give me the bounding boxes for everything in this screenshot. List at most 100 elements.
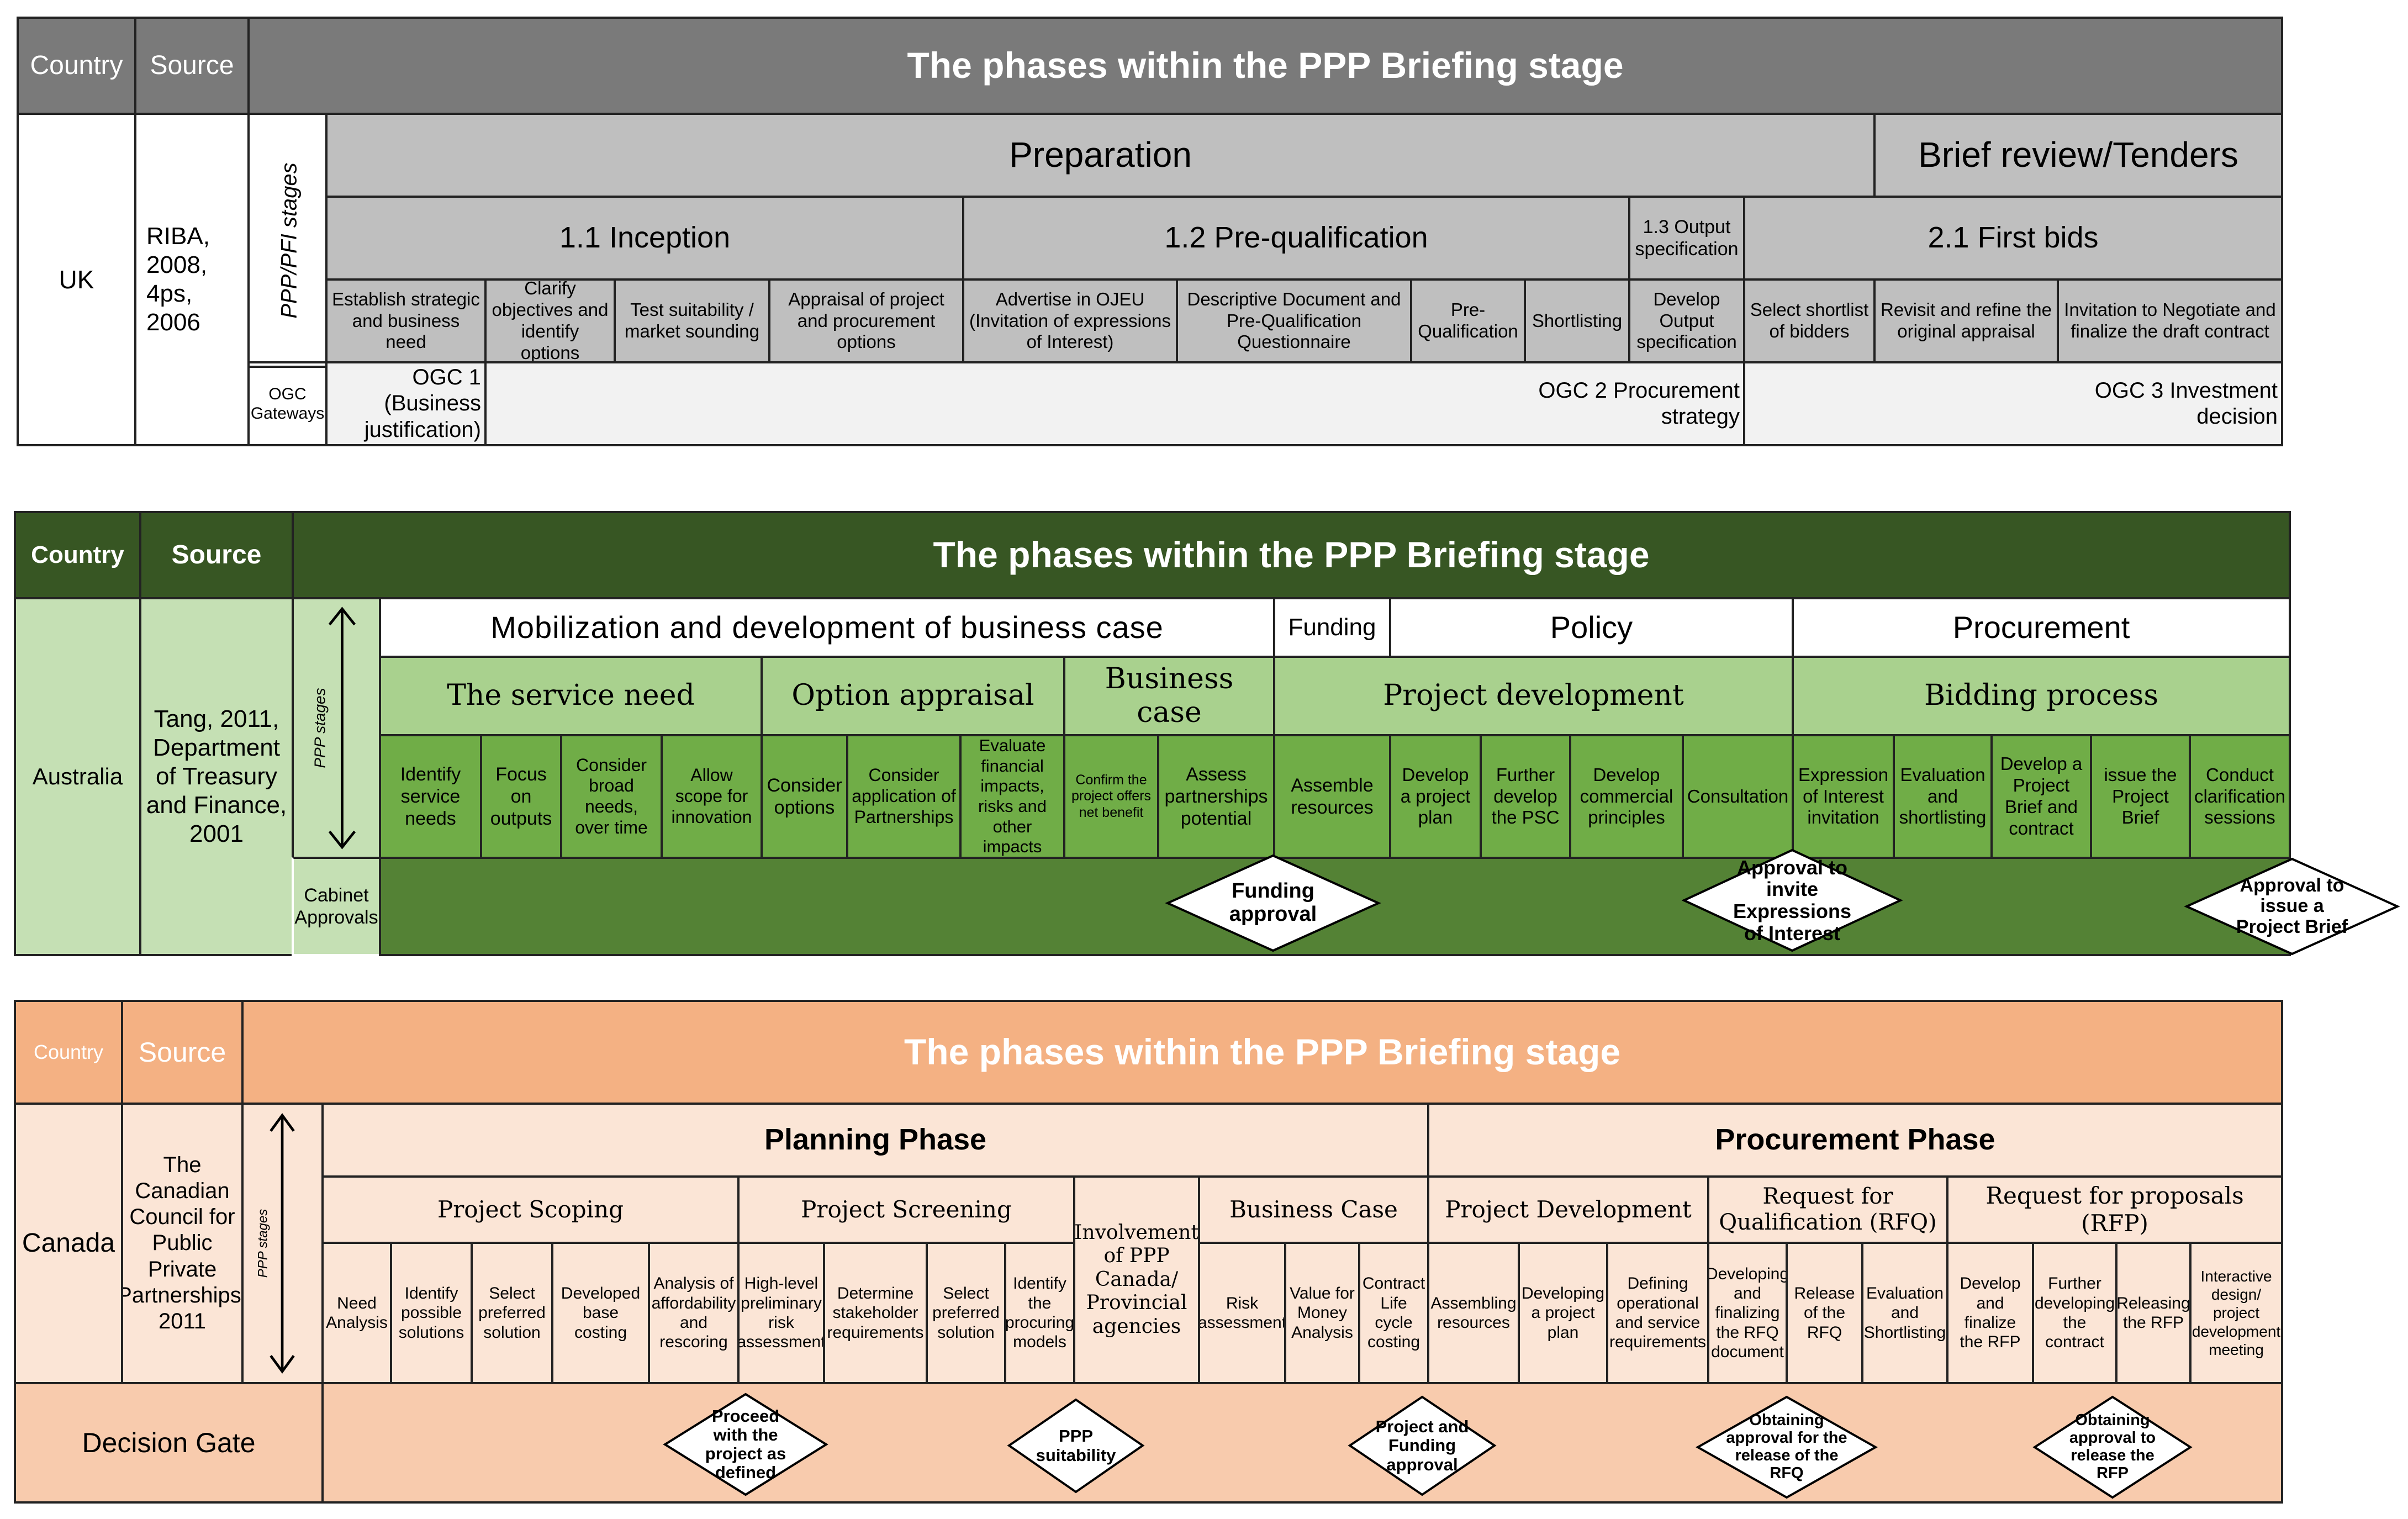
uk-phase-preparation: Preparation: [325, 113, 1876, 198]
aus-task: Evaluation and shortlisting: [1893, 734, 1993, 859]
uk-subphase-first-bids: 2.1 First bids: [1743, 196, 2283, 281]
aus-task: Consultation: [1682, 734, 1794, 859]
can-task: Interactive design/ project development …: [2189, 1242, 2283, 1384]
can-country-header: Country: [14, 1000, 123, 1105]
uk-source-header: Source: [134, 17, 250, 115]
aus-task: Identify service needs: [379, 734, 482, 859]
can-task: Analysis of affordability and rescoring: [648, 1242, 740, 1384]
aus-approval-brief: Approval to issue a Project Brief: [2184, 857, 2400, 956]
uk-task: Pre-Qualification: [1410, 278, 1526, 363]
uk-task: Descriptive Document and Pre-Qualificati…: [1176, 278, 1412, 363]
uk-task: Invitation to Negotiate and finalize the…: [2057, 278, 2283, 363]
uk-subphase-inception: 1.1 Inception: [325, 196, 964, 281]
uk-source: RIBA, 2008, 4ps, 2006: [134, 113, 250, 446]
aus-task: Assess partnerships potential: [1157, 734, 1275, 859]
aus-task: Assemble resources: [1273, 734, 1391, 859]
can-decision-gate-label: Decision Gate: [14, 1382, 324, 1504]
can-stages-arrow: PPP stages: [241, 1103, 324, 1384]
uk-phase-brief-review: Brief review/Tenders: [1873, 113, 2283, 198]
aus-phase-funding: Funding: [1273, 597, 1391, 658]
can-task: Risk assessment: [1198, 1242, 1286, 1384]
can-gate-rfp-approval: Obtaining approval to release the RFP: [2032, 1395, 2193, 1500]
uk-task: Establish strategic and business need: [325, 278, 487, 363]
can-gate-ppp-suitability: PPP suitability: [1007, 1397, 1145, 1494]
aus-approvals-label: Cabinet Approvals: [292, 857, 381, 956]
can-task: Releasing the RFP: [2115, 1242, 2192, 1384]
aus-phase-policy: Policy: [1389, 597, 1794, 658]
uk-gateway-ogc2: OGC 2 Procurement strategy: [484, 361, 1745, 446]
aus-subphase-bidding-process: Bidding process: [1792, 656, 2291, 736]
can-decision-gate-band: [321, 1382, 2283, 1504]
aus-source: Tang, 2011, Department of Treasury and F…: [139, 597, 294, 956]
can-title: The phases within the PPP Briefing stage: [241, 1000, 2283, 1105]
aus-task: Develop a project plan: [1389, 734, 1482, 859]
can-task: High-level preliminary risk assessment: [737, 1242, 825, 1384]
uk-task: Advertise in OJEU (Invitation of express…: [962, 278, 1178, 363]
aus-subphase-service-need: The service need: [379, 656, 763, 736]
double-arrow-icon: [328, 606, 356, 850]
aus-task: Develop a Project Brief and contract: [1990, 734, 2092, 859]
can-gate-rfq-approval: Obtaining approval for the release of th…: [1696, 1395, 1878, 1500]
can-subphase-involvement: Involvement of PPP Canada/ Provincial ag…: [1073, 1175, 1200, 1384]
aus-task: Focus on outputs: [480, 734, 562, 859]
aus-task: issue the Project Brief: [2090, 734, 2191, 859]
aus-approval-funding: Funding approval: [1165, 853, 1381, 953]
can-task: Identify possible solutions: [390, 1242, 473, 1384]
can-task: Contract Life cycle costing: [1358, 1242, 1429, 1384]
aus-title: The phases within the PPP Briefing stage: [292, 511, 2291, 599]
can-task: Develop and finalize the RFP: [1946, 1242, 2034, 1384]
can-task: Select preferred solution: [926, 1242, 1006, 1384]
can-task: Identify the procuring models: [1004, 1242, 1075, 1384]
aus-stages-label: PPP stages: [311, 688, 329, 768]
uk-task: Shortlisting: [1524, 278, 1630, 363]
uk-title: The phases within the PPP Briefing stage: [247, 17, 2283, 115]
can-phase-procurement: Procurement Phase: [1427, 1103, 2283, 1178]
can-source-header: Source: [121, 1000, 244, 1105]
uk-subphase-output-spec: 1.3 Output specification: [1628, 196, 1745, 281]
double-arrow-icon: [270, 1113, 295, 1374]
can-task: Determine stakeholder requirements: [823, 1242, 928, 1384]
can-task: Further developing the contract: [2032, 1242, 2117, 1384]
uk-task: Revisit and refine the original appraisa…: [1873, 278, 2059, 363]
aus-task: Expression of Interest invitation: [1792, 734, 1895, 859]
aus-task: Consider application of Partnerships: [846, 734, 962, 859]
can-subphase-scoping: Project Scoping: [321, 1175, 740, 1244]
can-task: Defining operational and service require…: [1606, 1242, 1709, 1384]
uk-gateway-ogc3: OGC 3 Investment decision: [1743, 361, 2283, 446]
uk-task: Develop Output specification: [1628, 278, 1745, 363]
aus-phase-mobilization: Mobilization and development of business…: [379, 597, 1275, 658]
uk-country: UK: [17, 113, 136, 446]
can-phase-planning: Planning Phase: [321, 1103, 1429, 1178]
can-task: Evaluation and Shortlisting: [1861, 1242, 1948, 1384]
aus-task: Consider options: [761, 734, 848, 859]
aus-task: Confirm the project offers net benefit: [1063, 734, 1159, 859]
uk-gateway-ogc1: OGC 1 (Business justification): [325, 361, 487, 446]
can-subphase-screening: Project Screening: [737, 1175, 1075, 1244]
aus-country: Australia: [14, 597, 141, 956]
can-country: Canada: [14, 1103, 123, 1384]
uk-task: Clarify objectives and identify options: [484, 278, 616, 363]
uk-stages-label: PPP/PFI stages: [247, 113, 332, 368]
aus-stages-arrow: PPP stages: [292, 597, 381, 859]
aus-source-header: Source: [139, 511, 294, 599]
can-gate-proceed: Proceed with the project as defined: [663, 1392, 828, 1497]
aus-task: Allow scope for innovation: [661, 734, 763, 859]
uk-task: Appraisal of project and procurement opt…: [768, 278, 964, 363]
can-subphase-rfq: Request for Qualification (RFQ): [1707, 1175, 1948, 1244]
uk-country-header: Country: [17, 17, 136, 115]
uk-task: Select shortlist of bidders: [1743, 278, 1876, 363]
aus-subphase-business-case: Business case: [1063, 656, 1275, 736]
can-task: Developing and finalizing the RFQ docume…: [1707, 1242, 1788, 1384]
aus-task: Consider broad needs, over time: [560, 734, 663, 859]
aus-task: Evaluate financial impacts, risks and ot…: [959, 734, 1065, 859]
aus-phase-procurement: Procurement: [1792, 597, 2291, 658]
uk-task: Test suitability / market sounding: [614, 278, 770, 363]
can-task: Select preferred solution: [471, 1242, 553, 1384]
can-subphase-project-development: Project Development: [1427, 1175, 1709, 1244]
can-task: Need Analysis: [321, 1242, 392, 1384]
can-source: The Canadian Council for Public Private …: [121, 1103, 244, 1384]
can-subphase-rfp: Request for proposals (RFP): [1946, 1175, 2283, 1244]
aus-country-header: Country: [14, 511, 141, 599]
uk-subphase-prequalification: 1.2 Pre-qualification: [962, 196, 1630, 281]
can-stages-label: PPP stages: [255, 1209, 271, 1278]
